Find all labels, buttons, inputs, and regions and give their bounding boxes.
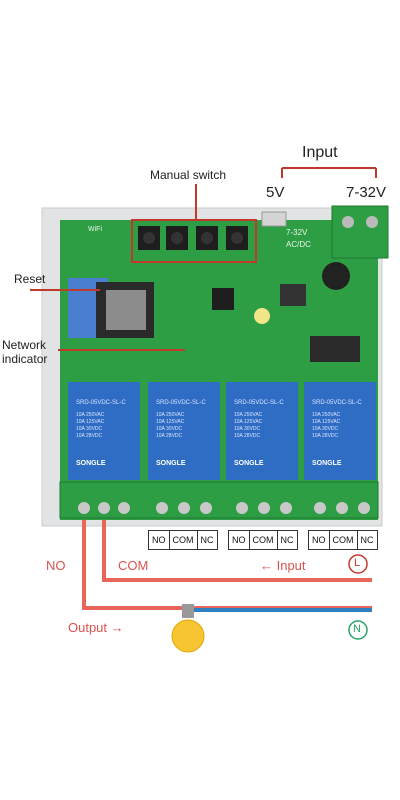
neutral-symbol-label: N — [353, 623, 361, 635]
reset-label: Reset — [14, 272, 46, 286]
label-5v: 5V — [266, 184, 285, 201]
terminal-group-2: NO COM NC — [148, 530, 218, 550]
terminal-no: NO — [229, 531, 250, 549]
terminal-group-3: NO COM NC — [228, 530, 298, 550]
manual-switch-label: Manual switch — [150, 168, 227, 182]
terminal-no: NO — [149, 531, 170, 549]
chip — [310, 336, 360, 362]
input-power-title: Input — [302, 144, 338, 161]
output-label: Output → — [68, 620, 124, 635]
terminal-nc: NC — [280, 535, 294, 545]
usb-port — [261, 211, 287, 227]
relay-1-brand: SONGLE — [76, 460, 106, 467]
live-wire — [102, 520, 372, 582]
relay-4-model: SRD-05VDC-SL-C — [312, 400, 362, 406]
annotation-lines — [30, 167, 377, 351]
relay-4 — [304, 382, 376, 480]
relay-3-model: SRD-05VDC-SL-C — [234, 400, 284, 406]
relay-1-ratings: 10A 250VAC 10A 125VAC 10A 30VDC 10A 28VD… — [76, 412, 105, 439]
terminal-screws — [78, 502, 370, 514]
relay-2 — [148, 382, 220, 480]
relay-4-ratings: 10A 250VAC 10A 125VAC 10A 30VDC 10A 28VD… — [312, 412, 341, 439]
capacitor — [322, 262, 350, 290]
no-wire-label: NO — [46, 558, 66, 573]
network-label-line2: indicator — [2, 352, 48, 366]
neutral-symbol-icon — [348, 620, 368, 640]
terminal-group-4: NO COM NC — [308, 530, 378, 550]
relay-3-ratings: 10A 250VAC 10A 125VAC 10A 30VDC 10A 28VD… — [234, 412, 263, 439]
network-indicator-label: Network indicator — [2, 338, 47, 366]
wifi-silkscreen: WiFi — [88, 226, 102, 233]
relay-1-model: SRD-05VDC-SL-C — [76, 400, 126, 406]
led-indicator — [254, 308, 270, 324]
power-terminal-block — [331, 205, 389, 259]
output-terminal-strip — [59, 481, 379, 519]
wifi-chip — [106, 290, 146, 330]
relay-2-ratings: 10A 250VAC 10A 125VAC 10A 30VDC 10A 28VD… — [156, 412, 185, 439]
inductor — [280, 284, 306, 306]
line-symbol-icon — [348, 554, 368, 574]
terminal-com: COM — [330, 531, 358, 549]
relay-2-model: SRD-05VDC-SL-C — [156, 400, 206, 406]
reset-button-part — [212, 288, 234, 310]
label-7-32v: 7-32V — [346, 184, 387, 201]
bulb-icon — [171, 604, 205, 653]
terminal-nc: NC — [360, 535, 374, 545]
terminal-com: COM — [170, 531, 198, 549]
power-silkscreen-2: AC/DC — [286, 240, 311, 249]
terminal-no: NO — [309, 531, 330, 549]
relay-3-brand: SONGLE — [234, 460, 264, 467]
manual-switch-buttons — [138, 226, 248, 250]
com-wire-label: COM — [118, 558, 149, 573]
relay-3 — [226, 382, 298, 480]
relay-4-brand: SONGLE — [312, 460, 342, 467]
network-label-line1: Network — [2, 338, 47, 352]
terminal-nc: NC — [200, 535, 214, 545]
power-silkscreen-1: 7-32V — [286, 228, 308, 237]
terminal-com: COM — [250, 531, 278, 549]
relay-2-brand: SONGLE — [156, 460, 186, 467]
relay-1 — [68, 382, 140, 480]
wiring — [82, 520, 372, 612]
line-symbol-label: L — [354, 557, 361, 569]
input-arrow-label: ← Input — [260, 558, 306, 573]
